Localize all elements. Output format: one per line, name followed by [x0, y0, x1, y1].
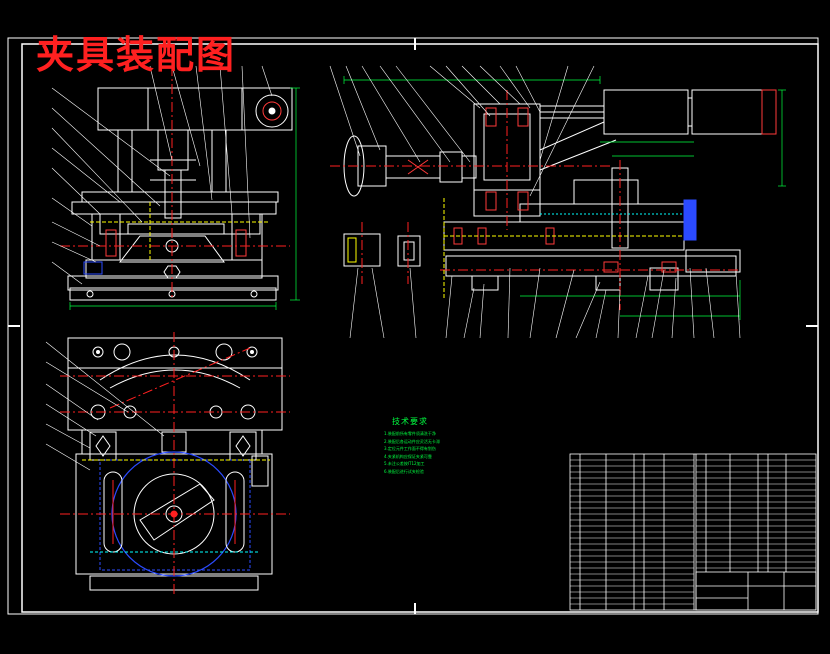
cylinder-body — [97, 87, 293, 131]
bom-rows — [570, 459, 816, 605]
tech-requirement-item: 6.装配后进行试夹检验 — [384, 468, 424, 474]
top-view — [45, 332, 290, 596]
tech-requirements-heading: 技术要求 — [392, 417, 428, 426]
tech-requirement-item: 2.装配后各运动件应灵活无卡滞 — [384, 438, 440, 444]
tech-requirements-list: 1.装配前所有零件须清洗干净 2.装配后各运动件应灵活无卡滞 3.定位元件工作面… — [384, 430, 440, 475]
tech-requirement-item: 4.夹紧机构应保证夹紧可靠 — [384, 453, 432, 459]
cylinder-end-circle — [255, 94, 289, 128]
front-view — [51, 65, 300, 310]
tech-requirement-item: 3.定位元件工作面不得有划伤 — [384, 446, 436, 451]
drawing-title: 夹具装配图 — [36, 32, 237, 77]
section-view — [329, 65, 786, 339]
tech-requirement-item: 1.装配前所有零件须清洗干净 — [384, 431, 436, 436]
tech-requirement-item: 5.未注公差按IT12加工 — [384, 461, 425, 466]
drawing-frame — [7, 37, 819, 615]
